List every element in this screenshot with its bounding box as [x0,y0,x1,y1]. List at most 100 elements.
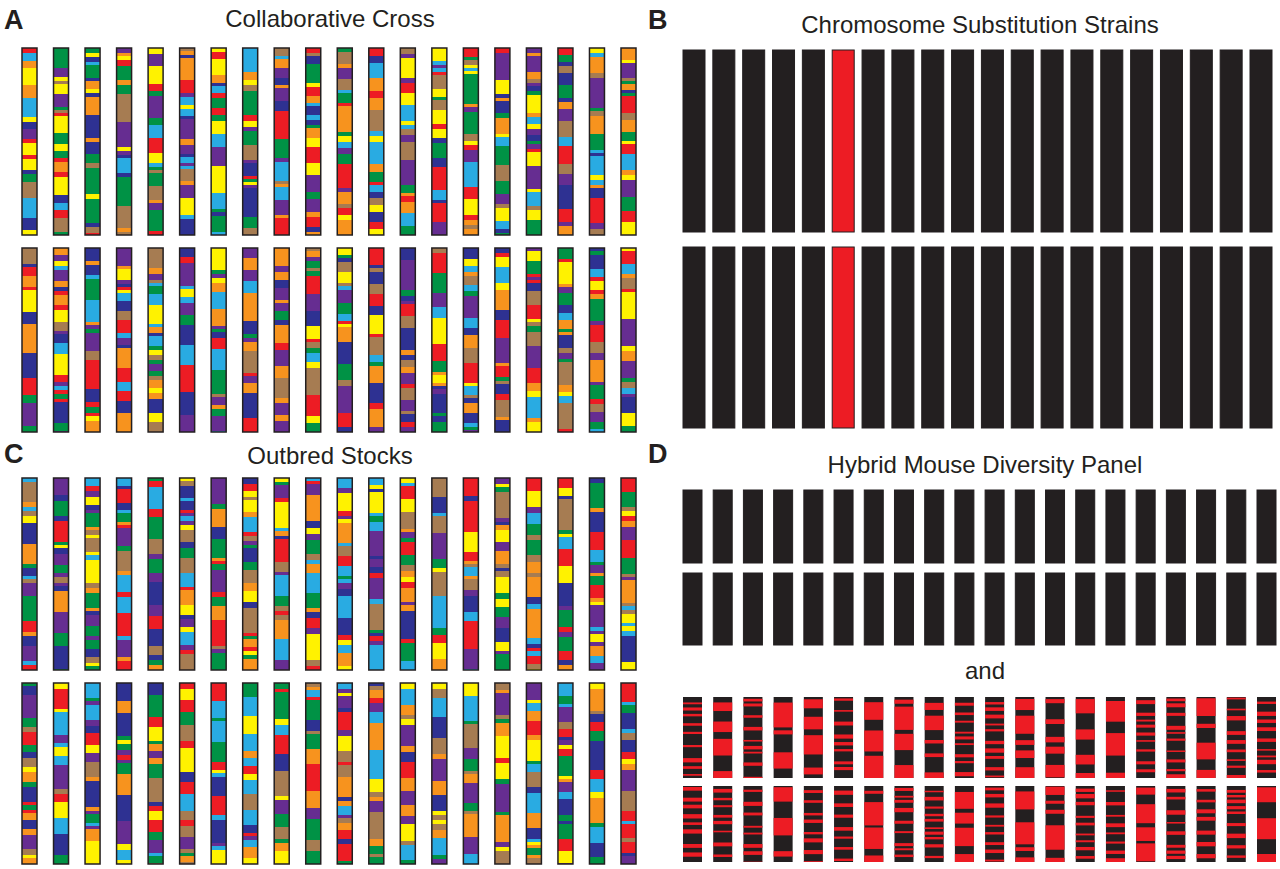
red-segment [1076,729,1095,739]
red-segment [985,776,1004,778]
haplotype-segment [526,83,541,86]
haplotype-segment [54,107,69,110]
haplotype-segment [180,481,195,486]
red-segment [925,716,944,730]
haplotype-segment [526,842,541,845]
haplotype-segment [526,513,541,524]
haplotype-segment [306,163,321,175]
haplotype-segment [180,263,195,286]
red-segment [774,703,793,728]
haplotype-segment [306,628,321,634]
haplotype-segment [306,199,321,212]
haplotype-segment [54,270,69,281]
red-segment [1136,749,1155,751]
haplotype-segment [274,56,289,59]
haplotype-segment [243,228,258,235]
haplotype-segment [211,216,226,232]
haplotype-segment [211,326,226,329]
haplotype-segment [400,125,415,129]
haplotype-segment [369,91,384,98]
haplotype-segment [369,599,384,604]
haplotype-segment [85,826,100,829]
haplotype-segment [54,110,69,113]
haplotype-segment [274,814,289,827]
haplotype-segment [432,167,447,190]
haplotype-segment [306,634,321,660]
outbred-chromosome [463,683,478,864]
haplotype-segment [621,623,636,626]
haplotype-segment [211,121,226,134]
haplotype-segment [558,530,573,534]
chromosome-bar [1257,697,1276,778]
haplotype-segment [463,590,478,596]
haplotype-segment [526,721,541,735]
haplotype-segment [306,697,321,700]
haplotype-segment [526,555,541,562]
chromosome-outline [243,48,258,235]
haplotype-segment [621,388,636,394]
recombinant-chromosome [834,697,853,778]
haplotype-segment [400,778,415,791]
haplotype-segment [54,331,69,334]
haplotype-segment [22,122,37,129]
haplotype-segment [589,512,604,532]
haplotype-segment [306,808,321,819]
haplotype-segment [306,271,321,276]
haplotype-segment [432,635,447,643]
haplotype-segment [243,338,258,342]
haplotype-segment [180,837,195,849]
haplotype-segment [54,743,69,747]
red-segment [804,820,823,823]
haplotype-segment [400,791,415,805]
haplotype-segment [526,656,541,664]
chromosome-outline [369,683,384,864]
haplotype-segment [369,797,384,801]
haplotype-segment [558,792,573,799]
haplotype-segment [22,820,37,829]
haplotype-segment [306,348,321,353]
haplotype-segment [54,633,69,646]
red-segment [864,730,883,751]
haplotype-segment [306,660,321,666]
haplotype-segment [243,548,258,562]
haplotype-segment [495,181,510,194]
haplotype-segment [589,399,604,404]
haplotype-segment [148,399,163,413]
haplotype-segment [148,210,163,231]
red-segment [955,754,974,757]
haplotype-segment [463,285,478,291]
outbred-chromosome [495,683,510,864]
chromosome-bar [683,697,702,778]
haplotype-segment [306,612,321,618]
haplotype-segment [369,222,384,229]
haplotype-segment [400,555,415,565]
chromosome-bar [1076,573,1095,645]
haplotype-segment [148,48,163,54]
haplotype-segment [495,779,510,784]
haplotype-segment [495,522,510,525]
haplotype-segment [306,311,321,326]
chromosome-outline [117,248,132,432]
haplotype-segment [243,774,258,780]
haplotype-segment [180,741,195,748]
haplotype-segment [369,185,384,192]
outbred-chromosome [148,683,163,864]
red-segment [713,722,732,733]
red-segment [955,721,974,723]
haplotype-segment [243,602,258,608]
haplotype-segment [463,150,478,162]
chromosome-outline [211,478,226,670]
haplotype-segment [337,516,352,519]
haplotype-segment [243,188,258,217]
haplotype-segment [621,60,636,63]
red-segment [925,740,944,743]
haplotype-segment [85,389,100,402]
haplotype-segment [495,381,510,384]
haplotype-segment [526,72,541,79]
haplotype-segment [369,478,384,485]
haplotype-segment [306,175,321,192]
haplotype-segment [117,177,132,206]
chromosome-outline [274,478,289,670]
haplotype-segment [85,807,100,811]
